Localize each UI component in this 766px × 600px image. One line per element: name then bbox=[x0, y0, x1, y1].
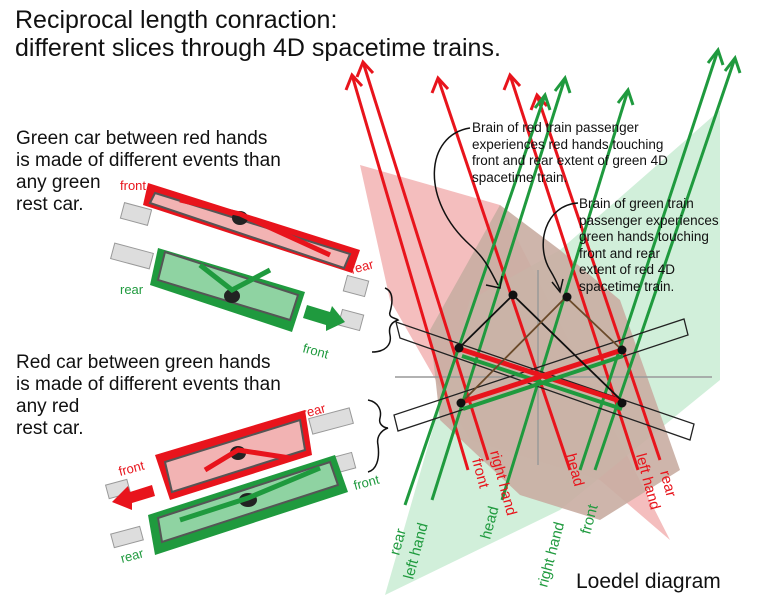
green-car-bottom bbox=[148, 455, 348, 555]
red-brain-pointer bbox=[433, 127, 499, 286]
red-car-bottom bbox=[155, 410, 312, 500]
annotation-line: Brain of green train bbox=[579, 196, 694, 211]
rail-tracks bbox=[104, 407, 357, 549]
annotation-line: Brain of red train passenger bbox=[472, 120, 639, 135]
arrow-head bbox=[502, 72, 522, 91]
event-dot bbox=[617, 398, 627, 408]
caption-line: is made of different events than bbox=[16, 374, 281, 395]
red-car-top bbox=[143, 183, 360, 273]
arrow-head bbox=[485, 275, 503, 289]
arrow-head bbox=[553, 74, 572, 94]
annotation-line: spacetime train. bbox=[472, 169, 568, 185]
red-passenger-arms bbox=[179, 197, 332, 258]
overlap-region bbox=[430, 205, 680, 520]
bottom-red-front-label: front bbox=[117, 458, 146, 479]
left-arrow-icon bbox=[112, 485, 155, 510]
red-car-caption: Red car between green hands is made of d… bbox=[16, 352, 281, 440]
annotation-line: green hands touching bbox=[579, 229, 709, 244]
top-red-rear-label: rear bbox=[349, 256, 376, 277]
green-brain-annotation: Brain of green train passenger experienc… bbox=[579, 196, 719, 295]
caption-line: rest car. bbox=[16, 194, 84, 215]
brace-top bbox=[371, 287, 400, 353]
red-passenger-arms bbox=[203, 447, 291, 473]
annotation-line: front and rear bbox=[579, 245, 661, 261]
brace-bottom bbox=[367, 399, 389, 473]
red-brain-event bbox=[508, 290, 518, 300]
green-car-top bbox=[150, 248, 305, 332]
annotation-line: front and rear extent of green 4D bbox=[472, 153, 668, 168]
annotation-line: passenger experiences bbox=[579, 212, 719, 228]
top-green-front-label: front bbox=[301, 340, 330, 361]
title-line-2: different slices through 4D spacetime tr… bbox=[15, 34, 501, 62]
green-passenger-head bbox=[224, 289, 240, 303]
caption-line: any green bbox=[16, 172, 101, 193]
right-arrow-icon bbox=[303, 305, 345, 331]
bottom-green-rear-label: rear bbox=[119, 545, 146, 566]
bottom-green-front-label: front bbox=[352, 472, 381, 493]
green-passenger-arms bbox=[198, 263, 272, 293]
arrow-head bbox=[355, 59, 375, 78]
green-passenger-arms bbox=[179, 465, 321, 523]
caption-line: Red car between green hands bbox=[16, 352, 271, 373]
caption-line: is made of different events than bbox=[16, 150, 281, 171]
red-car-extent-2 bbox=[461, 347, 623, 405]
diagram-footer-label: Loedel diagram bbox=[576, 570, 721, 593]
green-worldline-left-hand bbox=[430, 77, 567, 501]
red-worldline-rear bbox=[535, 94, 662, 461]
red-brain-annotation: Brain of red train passenger experiences… bbox=[472, 120, 668, 186]
red-worldline-front bbox=[350, 74, 470, 471]
car-scene-top: front rear rear front bbox=[109, 178, 376, 362]
green-car-caption: Green car between red hands is made of d… bbox=[16, 128, 281, 216]
car-scene-bottom: front rear front rear bbox=[104, 400, 381, 566]
green-worldline-right-hand bbox=[578, 49, 720, 471]
label-green-rear: rear bbox=[386, 527, 409, 557]
simultaneity-slices bbox=[393, 318, 695, 441]
event-dot bbox=[617, 345, 627, 355]
green-worldline-rear bbox=[403, 94, 547, 506]
arrow-head bbox=[723, 54, 742, 74]
arrow-head bbox=[430, 75, 450, 94]
event-dot bbox=[456, 398, 466, 408]
red-worldline-right-hand bbox=[361, 61, 490, 461]
event-dot bbox=[454, 343, 464, 353]
arrow-head bbox=[533, 91, 552, 111]
caption-line: any red bbox=[16, 396, 80, 417]
arrow-head bbox=[706, 46, 725, 66]
arrow-head bbox=[551, 278, 564, 294]
caption-line: Green car between red hands bbox=[16, 128, 268, 149]
annotation-line: extent of red 4D bbox=[579, 262, 676, 277]
top-green-rear-label: rear bbox=[120, 282, 144, 297]
caption-line: rest car. bbox=[16, 418, 84, 439]
top-red-front-label: front bbox=[120, 178, 146, 193]
green-car-extent-2 bbox=[462, 354, 624, 411]
title-line-1: Reciprocal length conraction: bbox=[15, 6, 338, 34]
bottom-red-rear-label: rear bbox=[301, 400, 328, 421]
green-brain-event bbox=[562, 292, 572, 302]
green-brain-pointer bbox=[542, 202, 579, 291]
label-green-right-hand: right hand bbox=[534, 520, 568, 589]
green-slice-box bbox=[393, 318, 689, 432]
arrow-head bbox=[616, 86, 635, 106]
arrow-head bbox=[344, 72, 364, 91]
annotation-line: spacetime train. bbox=[579, 278, 675, 294]
event-dots bbox=[454, 290, 627, 408]
annotation-line: experiences red hands touching bbox=[472, 136, 664, 152]
rail-tracks bbox=[109, 202, 370, 332]
label-red-rear: rear bbox=[656, 469, 679, 499]
red-slice-box bbox=[395, 320, 695, 441]
